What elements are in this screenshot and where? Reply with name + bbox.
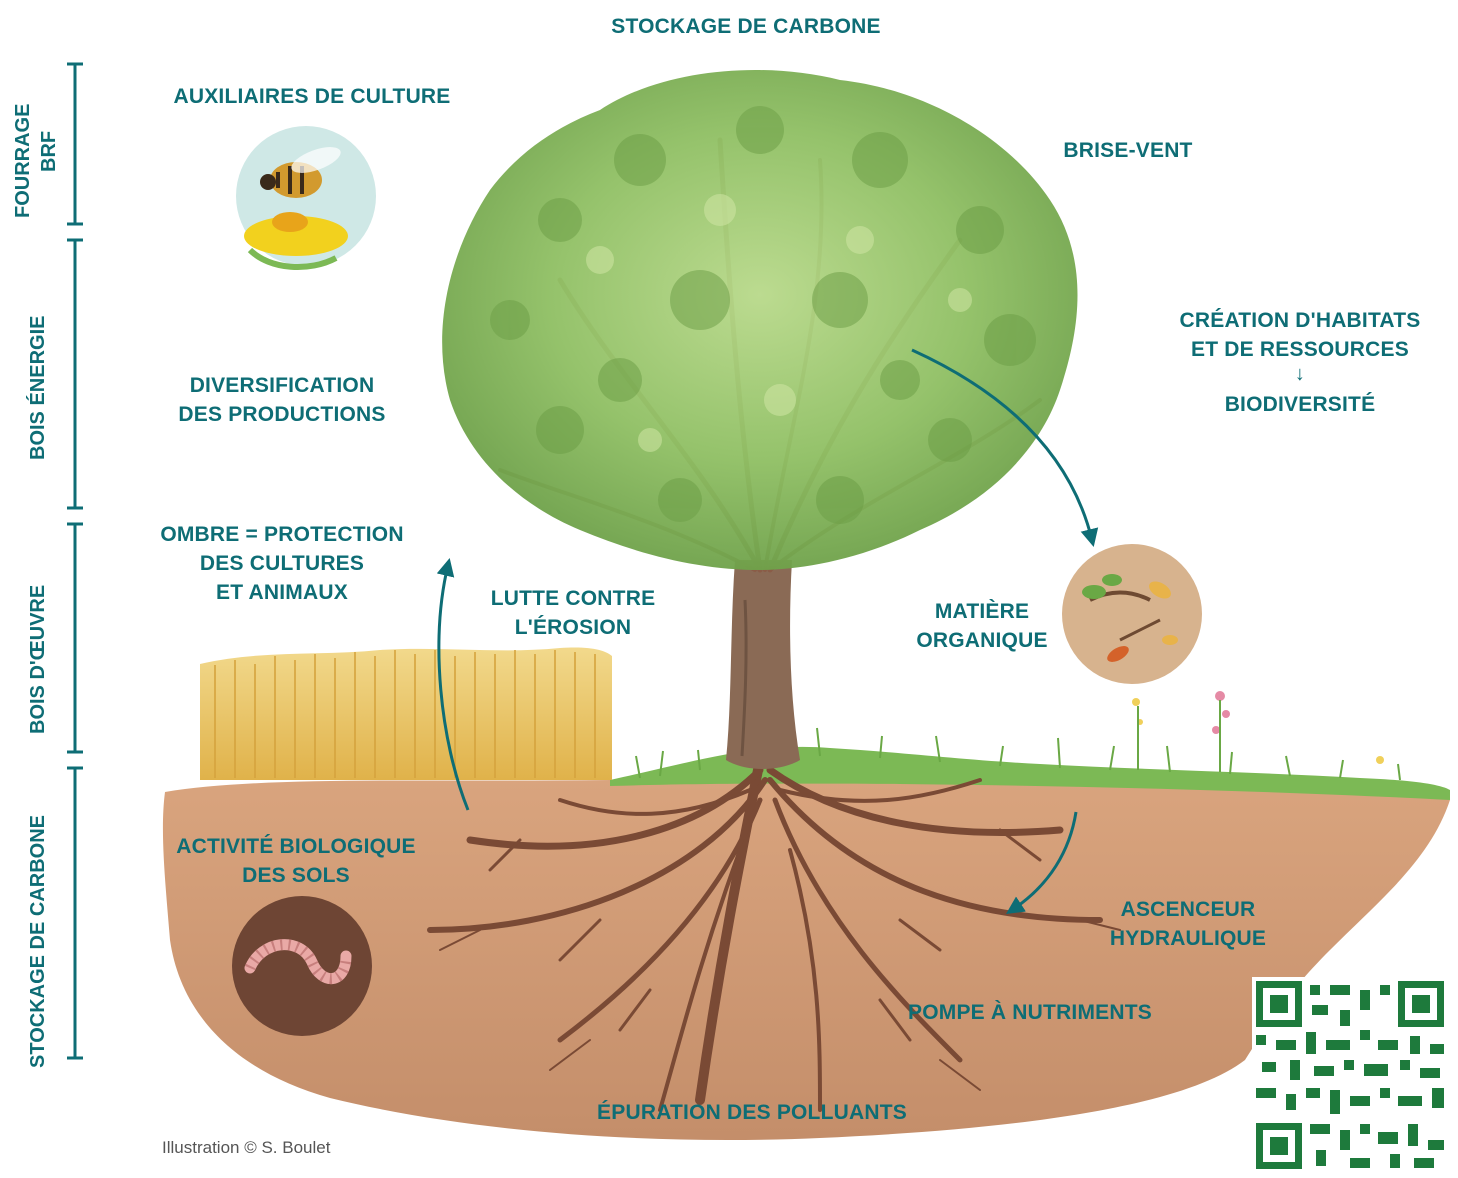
- label-epuration-polluants: ÉPURATION DES POLLUANTS: [597, 1098, 907, 1127]
- usage-scale-bracket: [67, 64, 83, 1058]
- arrow-down-icon: ↓: [1180, 364, 1421, 384]
- label-ascenceur-line2: HYDRAULIQUE: [1110, 924, 1266, 953]
- label-activite-line2: DES SOLS: [176, 861, 415, 890]
- label-ombre-line3: ET ANIMAUX: [160, 578, 403, 607]
- label-diversification-line1: DIVERSIFICATION: [178, 371, 385, 400]
- label-erosion: LUTTE CONTRE L'ÉROSION: [491, 584, 656, 642]
- label-brise-vent: BRISE-VENT: [1063, 136, 1192, 165]
- label-erosion-line2: L'ÉROSION: [491, 613, 656, 642]
- label-ombre-line1: OMBRE = PROTECTION: [160, 520, 403, 549]
- label-habitats-line1: CRÉATION D'HABITATS: [1180, 306, 1421, 335]
- scale-label-bois-energie: BOIS ÉNERGIE: [26, 316, 50, 460]
- wheat-field: [200, 647, 612, 780]
- tree-trunk: [726, 560, 800, 769]
- scale-label-stockage: STOCKAGE DE CARBONE: [26, 815, 50, 1068]
- label-biodiversite: BIODIVERSITÉ: [1180, 390, 1421, 419]
- qr-code-icon[interactable]: [1252, 977, 1448, 1173]
- label-ombre: OMBRE = PROTECTION DES CULTURES ET ANIMA…: [160, 520, 403, 607]
- label-matiere-line2: ORGANIQUE: [916, 626, 1047, 655]
- label-diversification-line2: DES PRODUCTIONS: [178, 400, 385, 429]
- scale-label-fourrage: FOURRAGE: [11, 104, 35, 218]
- label-activite-biologique: ACTIVITÉ BIOLOGIQUE DES SOLS: [176, 832, 415, 890]
- label-stockage-carbone-top: STOCKAGE DE CARBONE: [611, 12, 880, 41]
- label-ascenceur-line1: ASCENCEUR: [1110, 895, 1266, 924]
- bee-on-flower-icon: [236, 126, 376, 267]
- earthworm-icon: [232, 896, 372, 1036]
- scale-label-bois-oeuvre: BOIS D'ŒUVRE: [26, 585, 50, 734]
- label-ombre-line2: DES CULTURES: [160, 549, 403, 578]
- scale-label-brf: BRF: [37, 131, 61, 172]
- illustration-credit: Illustration © S. Boulet: [162, 1138, 330, 1158]
- label-ascenceur-hydraulique: ASCENCEUR HYDRAULIQUE: [1110, 895, 1266, 953]
- label-erosion-line1: LUTTE CONTRE: [491, 584, 656, 613]
- label-habitats: CRÉATION D'HABITATS ET DE RESSOURCES ↓ B…: [1180, 306, 1421, 419]
- label-matiere-organique: MATIÈRE ORGANIQUE: [916, 597, 1047, 655]
- label-habitats-line2: ET DE RESSOURCES: [1180, 335, 1421, 364]
- fallen-leaves-icon: [1062, 544, 1202, 684]
- label-matiere-line1: MATIÈRE: [916, 597, 1047, 626]
- label-auxiliaires: AUXILIAIRES DE CULTURE: [173, 82, 450, 111]
- label-pompe-nutriments: POMPE À NUTRIMENTS: [908, 998, 1152, 1027]
- label-activite-line1: ACTIVITÉ BIOLOGIQUE: [176, 832, 415, 861]
- label-diversification: DIVERSIFICATION DES PRODUCTIONS: [178, 371, 385, 429]
- wildflowers: [1132, 691, 1384, 772]
